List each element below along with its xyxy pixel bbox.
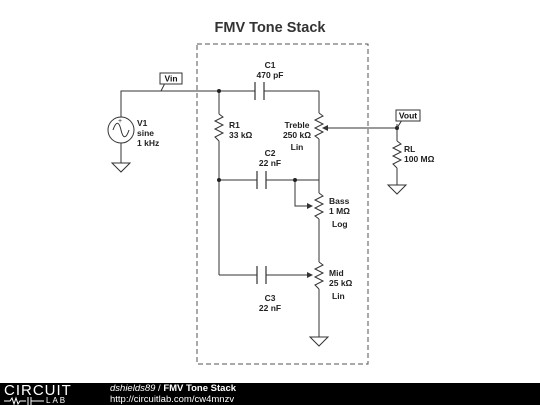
c3-ref-label: C3 bbox=[265, 293, 276, 303]
potentiometer-bass: Bass 1 MΩ Log bbox=[307, 192, 350, 229]
r1-ref-label: R1 bbox=[229, 120, 240, 130]
schematic: FMV Tone Stack + V1 sine 1 kHz Vin Vout … bbox=[107, 20, 435, 365]
v1-sine-source: + V1 sine 1 kHz bbox=[107, 116, 159, 148]
author-name[interactable]: dshields89 bbox=[110, 383, 156, 394]
rl-ref-label: RL bbox=[404, 144, 415, 154]
treble-taper-label: Lin bbox=[291, 142, 304, 152]
resistor-rl: RL 100 MΩ bbox=[391, 140, 435, 169]
credits-line-2: http://circuitlab.com/cw4mnzv bbox=[110, 393, 236, 405]
logo-lab-text: LAB bbox=[46, 396, 68, 405]
wires bbox=[120, 90, 398, 337]
vout-label: Vout bbox=[399, 111, 417, 121]
c1-value-label: 470 pF bbox=[257, 70, 284, 80]
v1-ref-label: V1 bbox=[137, 118, 148, 128]
resistor-r1: R1 33 kΩ bbox=[213, 113, 253, 142]
credits: dshields89 / FMV Tone Stack http://circu… bbox=[110, 383, 237, 405]
v1-type-label: sine bbox=[137, 128, 154, 138]
c2-ref-label: C2 bbox=[265, 148, 276, 158]
ground-symbol-mid bbox=[308, 336, 330, 347]
vin-net-flag: Vin bbox=[159, 72, 183, 92]
rl-value-label: 100 MΩ bbox=[404, 154, 435, 164]
credits-line-1: dshields89 / FMV Tone Stack bbox=[110, 383, 237, 395]
capacitor-c2: C2 22 nF bbox=[256, 148, 285, 189]
capacitor-c3: C3 22 nF bbox=[256, 266, 285, 313]
treble-value-label: 250 kΩ bbox=[283, 130, 311, 140]
mid-value-label: 25 kΩ bbox=[329, 278, 353, 288]
c3-value-label: 22 nF bbox=[259, 303, 281, 313]
ground-symbol-v1 bbox=[110, 162, 132, 173]
vout-net-flag: Vout bbox=[395, 109, 421, 129]
potentiometer-mid: Mid 25 kΩ Lin bbox=[307, 261, 353, 301]
logo-trace-icon bbox=[4, 396, 44, 405]
capacitor-c1: C1 470 pF bbox=[254, 60, 285, 100]
treble-ref-label: Treble bbox=[284, 120, 309, 130]
mid-ref-label: Mid bbox=[329, 268, 344, 278]
circuit-title[interactable]: FMV Tone Stack bbox=[163, 383, 237, 394]
tone-stack-boundary bbox=[196, 43, 369, 365]
bass-ref-label: Bass bbox=[329, 196, 350, 206]
diagram-title: FMV Tone Stack bbox=[215, 20, 327, 36]
r1-value-label: 33 kΩ bbox=[229, 130, 253, 140]
v1-plus-sign: + bbox=[118, 118, 122, 125]
bass-value-label: 1 MΩ bbox=[329, 206, 350, 216]
vin-label: Vin bbox=[164, 74, 177, 84]
credits-separator: / bbox=[155, 383, 164, 394]
v1-freq-label: 1 kHz bbox=[137, 138, 159, 148]
circuit-url-link[interactable]: http://circuitlab.com/cw4mnzv bbox=[110, 393, 235, 405]
bass-taper-label: Log bbox=[332, 219, 348, 229]
footer-bar: CIRCUIT LAB dshields89 / FMV Tone Stack … bbox=[0, 383, 540, 405]
mid-taper-label: Lin bbox=[332, 291, 345, 301]
circuitlab-logo[interactable]: CIRCUIT LAB bbox=[4, 383, 92, 405]
c2-value-label: 22 nF bbox=[259, 158, 281, 168]
potentiometer-treble: Treble 250 kΩ Lin bbox=[283, 112, 330, 152]
ground-symbol-rl bbox=[386, 184, 408, 195]
c1-ref-label: C1 bbox=[265, 60, 276, 70]
logo-circuit-text: CIRCUIT bbox=[4, 382, 72, 399]
